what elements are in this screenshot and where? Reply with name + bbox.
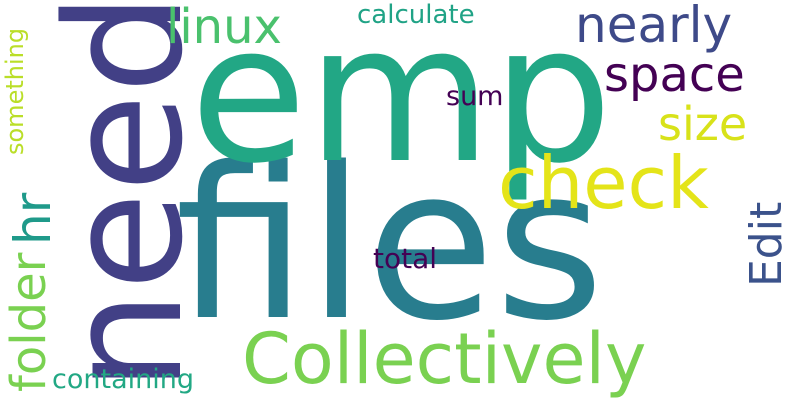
word-something: something <box>1 27 29 155</box>
word-size: size <box>658 97 748 151</box>
word-containing: containing <box>52 364 194 395</box>
word-check: check <box>498 141 709 225</box>
word-nearly: nearly <box>575 0 733 54</box>
word-emp: emp <box>190 0 613 205</box>
word-linux: linux <box>166 0 282 55</box>
word-need: need <box>31 0 218 392</box>
word-folder: folder <box>1 252 57 392</box>
word-collectively: Collectively <box>242 318 647 400</box>
word-sum: sum <box>446 81 504 112</box>
word-files: files <box>175 122 605 367</box>
word-hr: hr <box>4 192 62 245</box>
word-edit: Edit <box>741 201 792 287</box>
word-calculate: calculate <box>357 0 475 30</box>
word-total: total <box>373 242 438 275</box>
word-space: space <box>604 47 745 103</box>
